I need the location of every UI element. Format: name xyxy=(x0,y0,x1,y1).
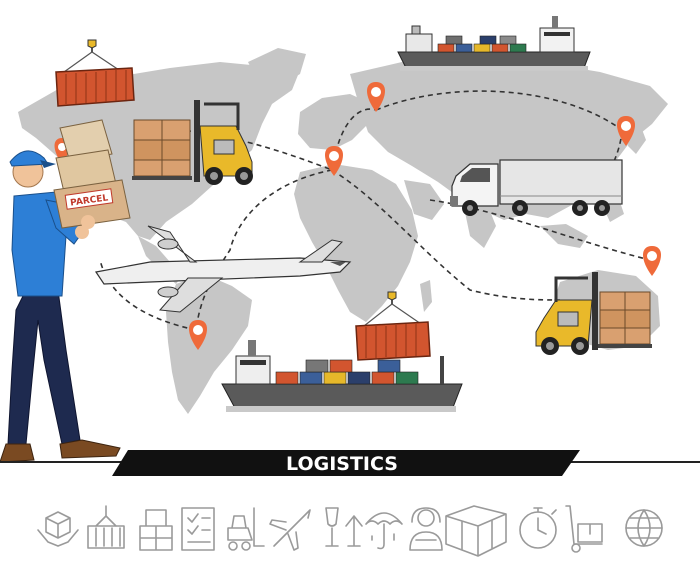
hanging-container-2 xyxy=(355,291,431,361)
stopwatch-icon xyxy=(519,507,557,549)
forklift-icon xyxy=(227,507,265,551)
hands-box-icon xyxy=(37,511,79,547)
truck xyxy=(450,159,623,216)
forklift-bottom xyxy=(535,272,652,355)
cargo-ship-top xyxy=(397,16,591,71)
crane-container-icon xyxy=(87,505,125,549)
route-lines xyxy=(99,90,651,331)
fragile-glass-icon xyxy=(325,507,363,547)
hand-truck-icon xyxy=(565,505,603,553)
airplane-icon xyxy=(269,509,311,551)
forklift-top xyxy=(132,100,253,185)
parcel-stack-icon xyxy=(445,505,507,557)
operator-icon xyxy=(409,507,443,551)
hanging-container xyxy=(55,39,135,107)
pin-icon xyxy=(617,116,635,146)
delivery-man: PARCEL xyxy=(0,119,131,463)
pin-icon xyxy=(189,320,207,350)
banner-title: LOGISTICS xyxy=(286,453,398,475)
pin-icon xyxy=(643,246,661,276)
world-map xyxy=(18,48,668,414)
checklist-icon xyxy=(181,507,215,551)
pin-icon xyxy=(367,82,385,112)
boxes-stack-icon xyxy=(139,509,173,551)
pin-icon xyxy=(325,146,343,176)
umbrella-icon xyxy=(365,512,403,550)
title-banner: LOGISTICS xyxy=(112,450,580,476)
cargo-ship-bottom xyxy=(221,340,463,412)
icon-strip xyxy=(37,505,663,557)
airplane xyxy=(94,225,352,313)
globe-icon xyxy=(625,509,663,547)
